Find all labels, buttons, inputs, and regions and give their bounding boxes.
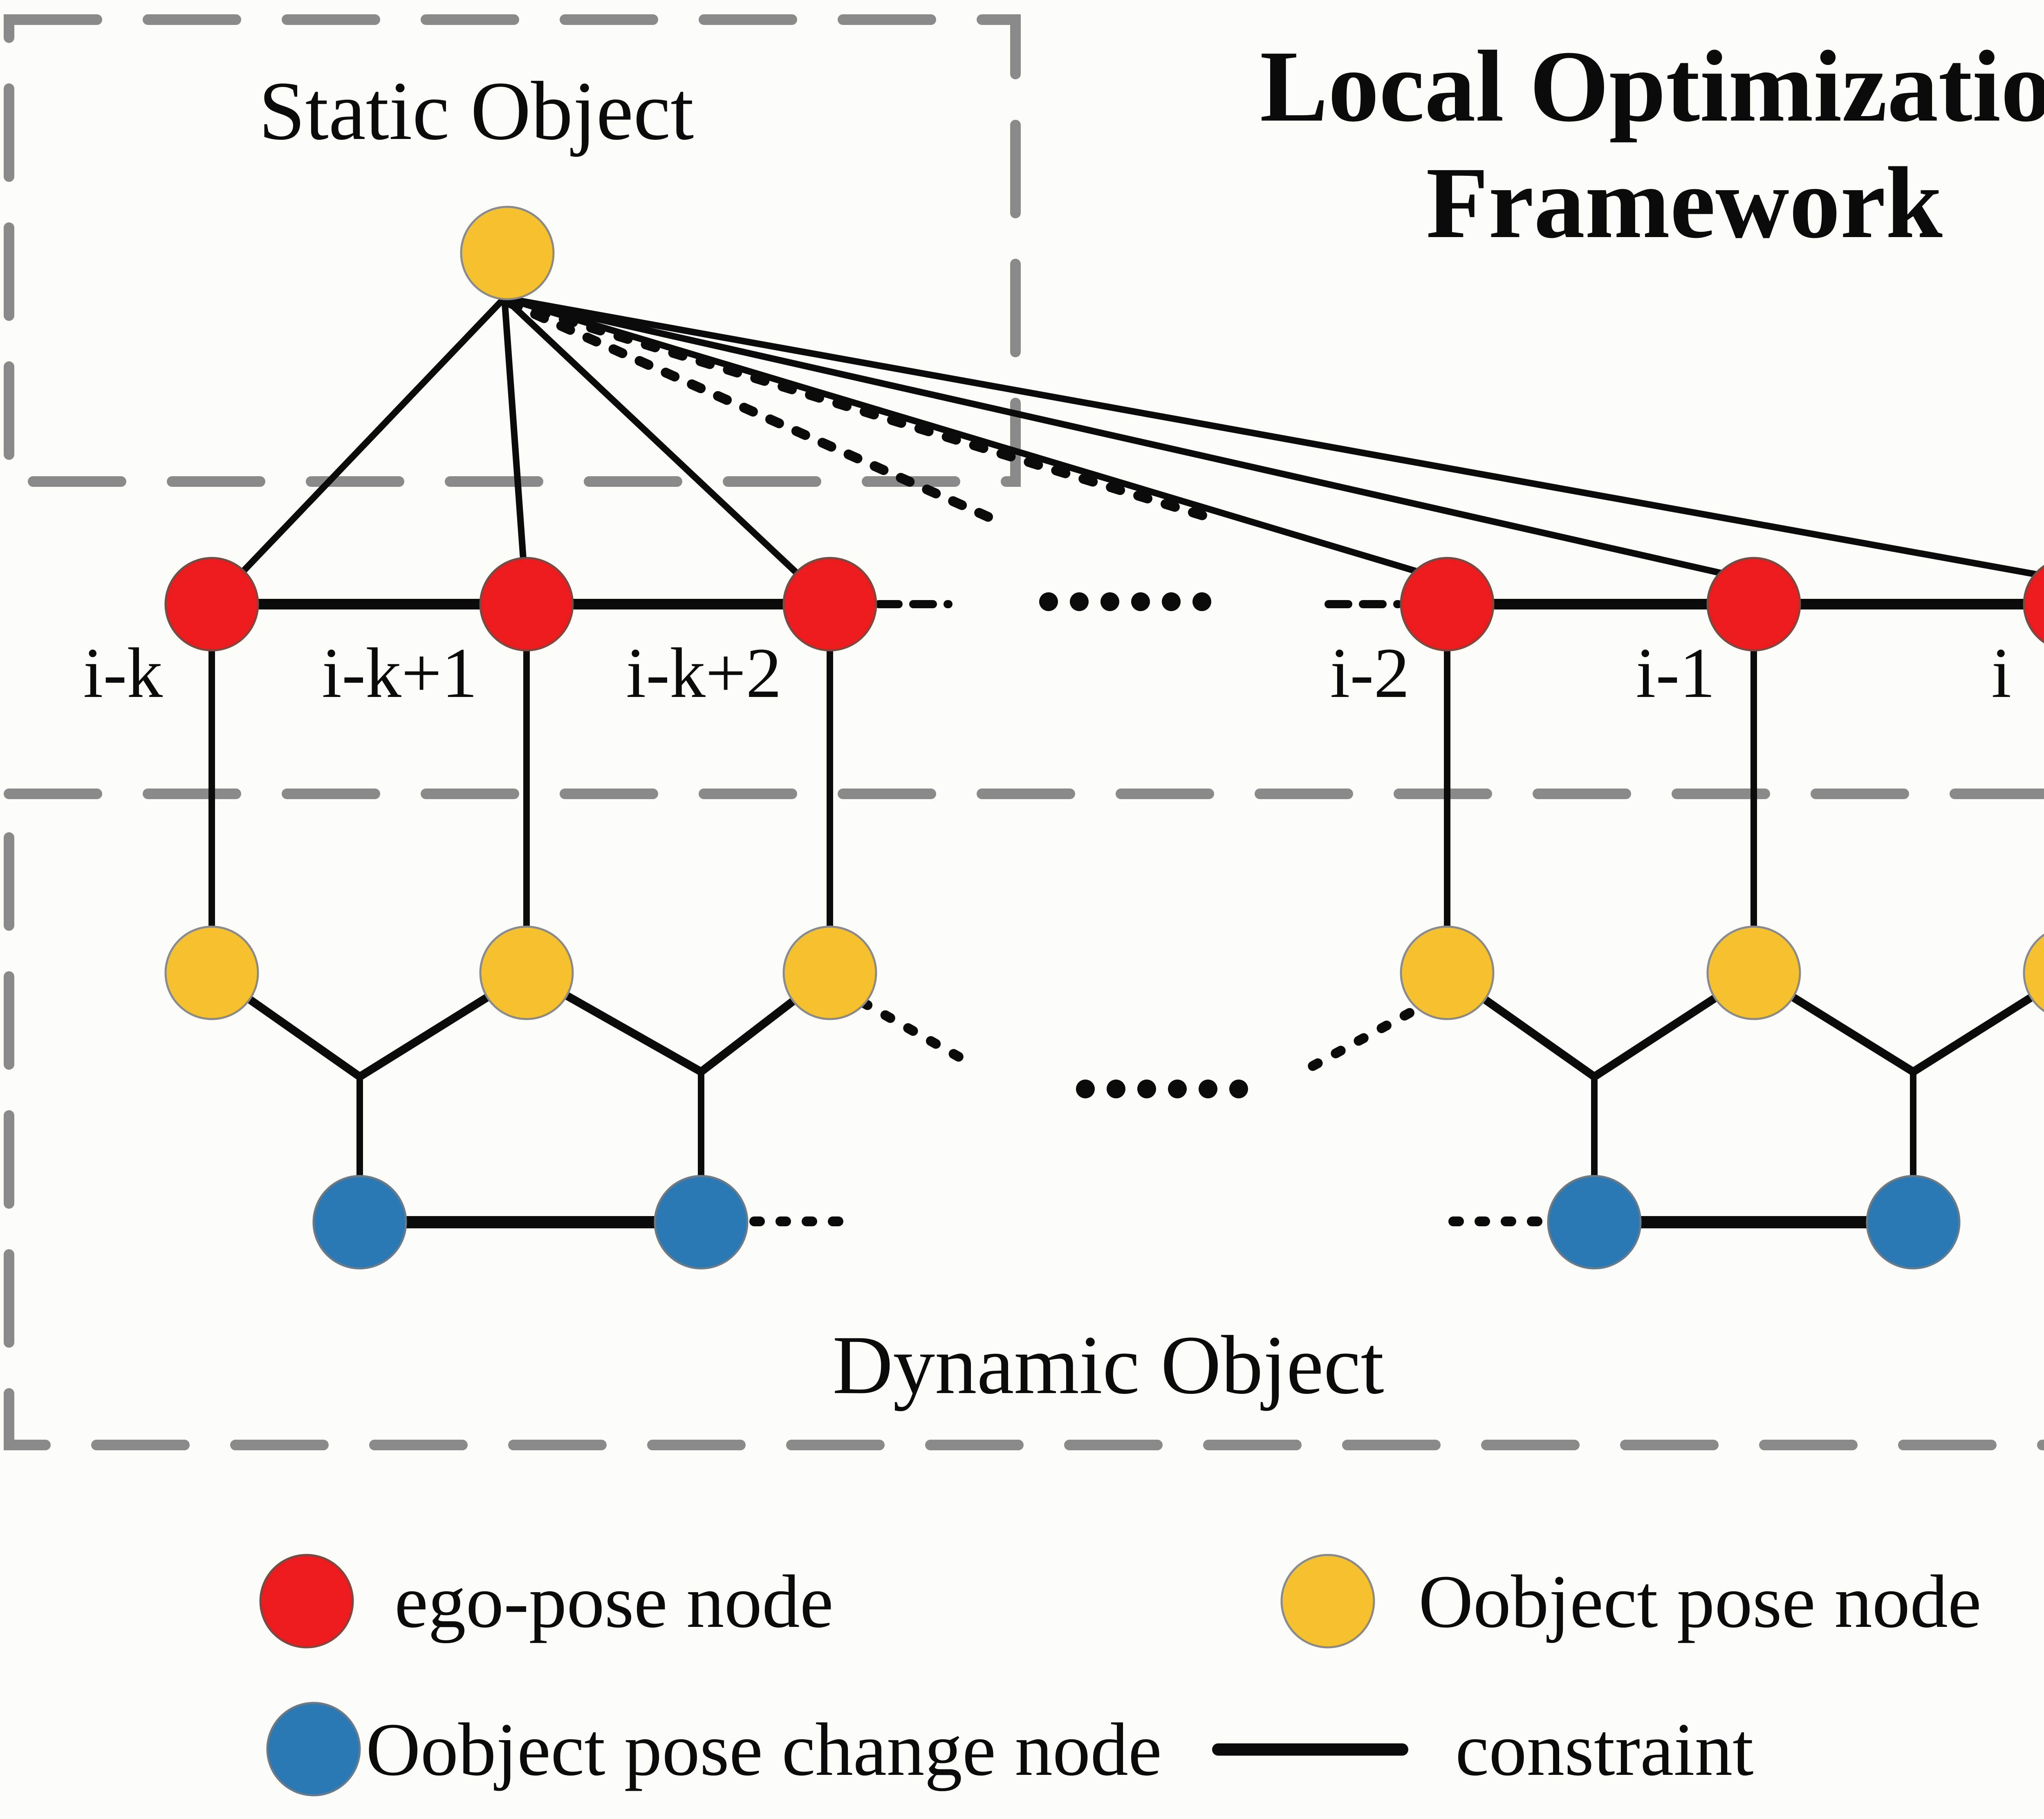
dashed-constraint-edge <box>1295 1008 1414 1078</box>
dynamic-right-dashed <box>1295 1008 1550 1226</box>
page-title-line2: Framework <box>1426 146 1942 260</box>
legend-ego-pose-label: ego-pose node <box>394 1560 834 1644</box>
object-pose-change-node <box>1866 1175 1961 1270</box>
dynamic-left-dashed <box>749 997 980 1226</box>
legend-object-pose-change-swatch <box>266 1702 361 1797</box>
ego-pose-node-i-2 <box>1400 557 1495 652</box>
node-label-i-2: i-2 <box>1330 633 1410 712</box>
ego-pose-node-i-k1 <box>479 557 574 652</box>
ego-pose-node-i-k <box>164 557 259 652</box>
constraint-edge <box>503 295 1448 584</box>
legend-object-pose-swatch <box>1280 1554 1375 1649</box>
dashed-constraint-edge <box>504 298 1000 525</box>
legend-object-pose-change-label: Oobject pose change node <box>366 1708 1162 1792</box>
dashed-constraint-edge <box>504 298 1217 523</box>
dot <box>1199 1080 1217 1098</box>
dot <box>1107 1080 1125 1098</box>
constraint-edge <box>502 296 832 607</box>
legend-object-pose-label: Oobject pose node <box>1419 1560 1981 1644</box>
dot <box>1229 1080 1248 1098</box>
constraint-edge <box>504 295 1755 584</box>
static-object-label: Static Object <box>259 65 694 157</box>
page-title-line1: Local Optimization <box>1260 30 2044 143</box>
dot <box>1070 592 1089 611</box>
dot <box>1192 592 1211 611</box>
constraint-edge <box>1911 984 2044 1075</box>
node-index-labels: i-k i-k+1 i-k+2 i-2 i-1 i <box>83 633 2011 712</box>
static-object-box <box>4 14 1021 487</box>
object-pose-nodes <box>164 925 2044 1020</box>
legend: ego-pose node Oobject pose node Oobject … <box>259 1554 1981 1797</box>
ego-pose-node-i-1 <box>1706 557 1801 652</box>
object-pose-node <box>164 925 259 1020</box>
ego-pose-node-i <box>2023 565 2044 644</box>
object-pose-change-node <box>312 1175 407 1270</box>
object-pose-change-node <box>1547 1175 1642 1270</box>
node-label-i-k2: i-k+2 <box>626 633 782 712</box>
ellipsis-dots-bottom-row <box>1076 1080 1248 1098</box>
ego-pose-node-i-k2 <box>782 557 877 652</box>
static-object-constraint-fan <box>209 295 2044 607</box>
dot <box>1100 592 1119 611</box>
node-label-i: i <box>1991 633 2011 712</box>
ego-to-object-edges <box>208 604 1757 973</box>
object-pose-node <box>1706 925 1801 1020</box>
static-object-dashed-fan <box>504 298 1217 525</box>
object-pose-change-node <box>654 1175 749 1270</box>
constraint-edge <box>504 295 2044 579</box>
object-pose-node <box>479 925 574 1020</box>
dynamic-object-box <box>4 789 2044 1450</box>
dot <box>1039 592 1058 611</box>
dot <box>1076 1080 1095 1098</box>
dynamic-object-label: Dynamic Object <box>832 1319 1384 1411</box>
constraint-edge <box>209 296 507 607</box>
ellipsis-dots-top-row <box>1039 592 1211 611</box>
legend-constraint-label: constraint <box>1455 1708 1754 1792</box>
dot <box>1131 592 1150 611</box>
dashed-constraint-edge <box>858 997 980 1071</box>
constraint-edge <box>501 298 530 605</box>
object-pose-node <box>2023 933 2044 1013</box>
object-pose-change-nodes <box>312 1175 1961 1270</box>
node-label-i-k: i-k <box>83 633 163 712</box>
dot <box>1168 1080 1187 1098</box>
object-pose-node <box>782 925 877 1020</box>
ego-pose-nodes <box>164 557 2044 652</box>
node-label-i-k1: i-k+1 <box>322 633 477 712</box>
object-pose-node <box>1400 925 1495 1020</box>
dot <box>1137 1080 1156 1098</box>
dot <box>1162 592 1181 611</box>
dynamic-left-edges <box>209 969 833 1228</box>
node-label-i-1: i-1 <box>1636 633 1715 712</box>
static-object-pose-node <box>460 206 555 300</box>
legend-ego-pose-swatch <box>259 1554 354 1649</box>
